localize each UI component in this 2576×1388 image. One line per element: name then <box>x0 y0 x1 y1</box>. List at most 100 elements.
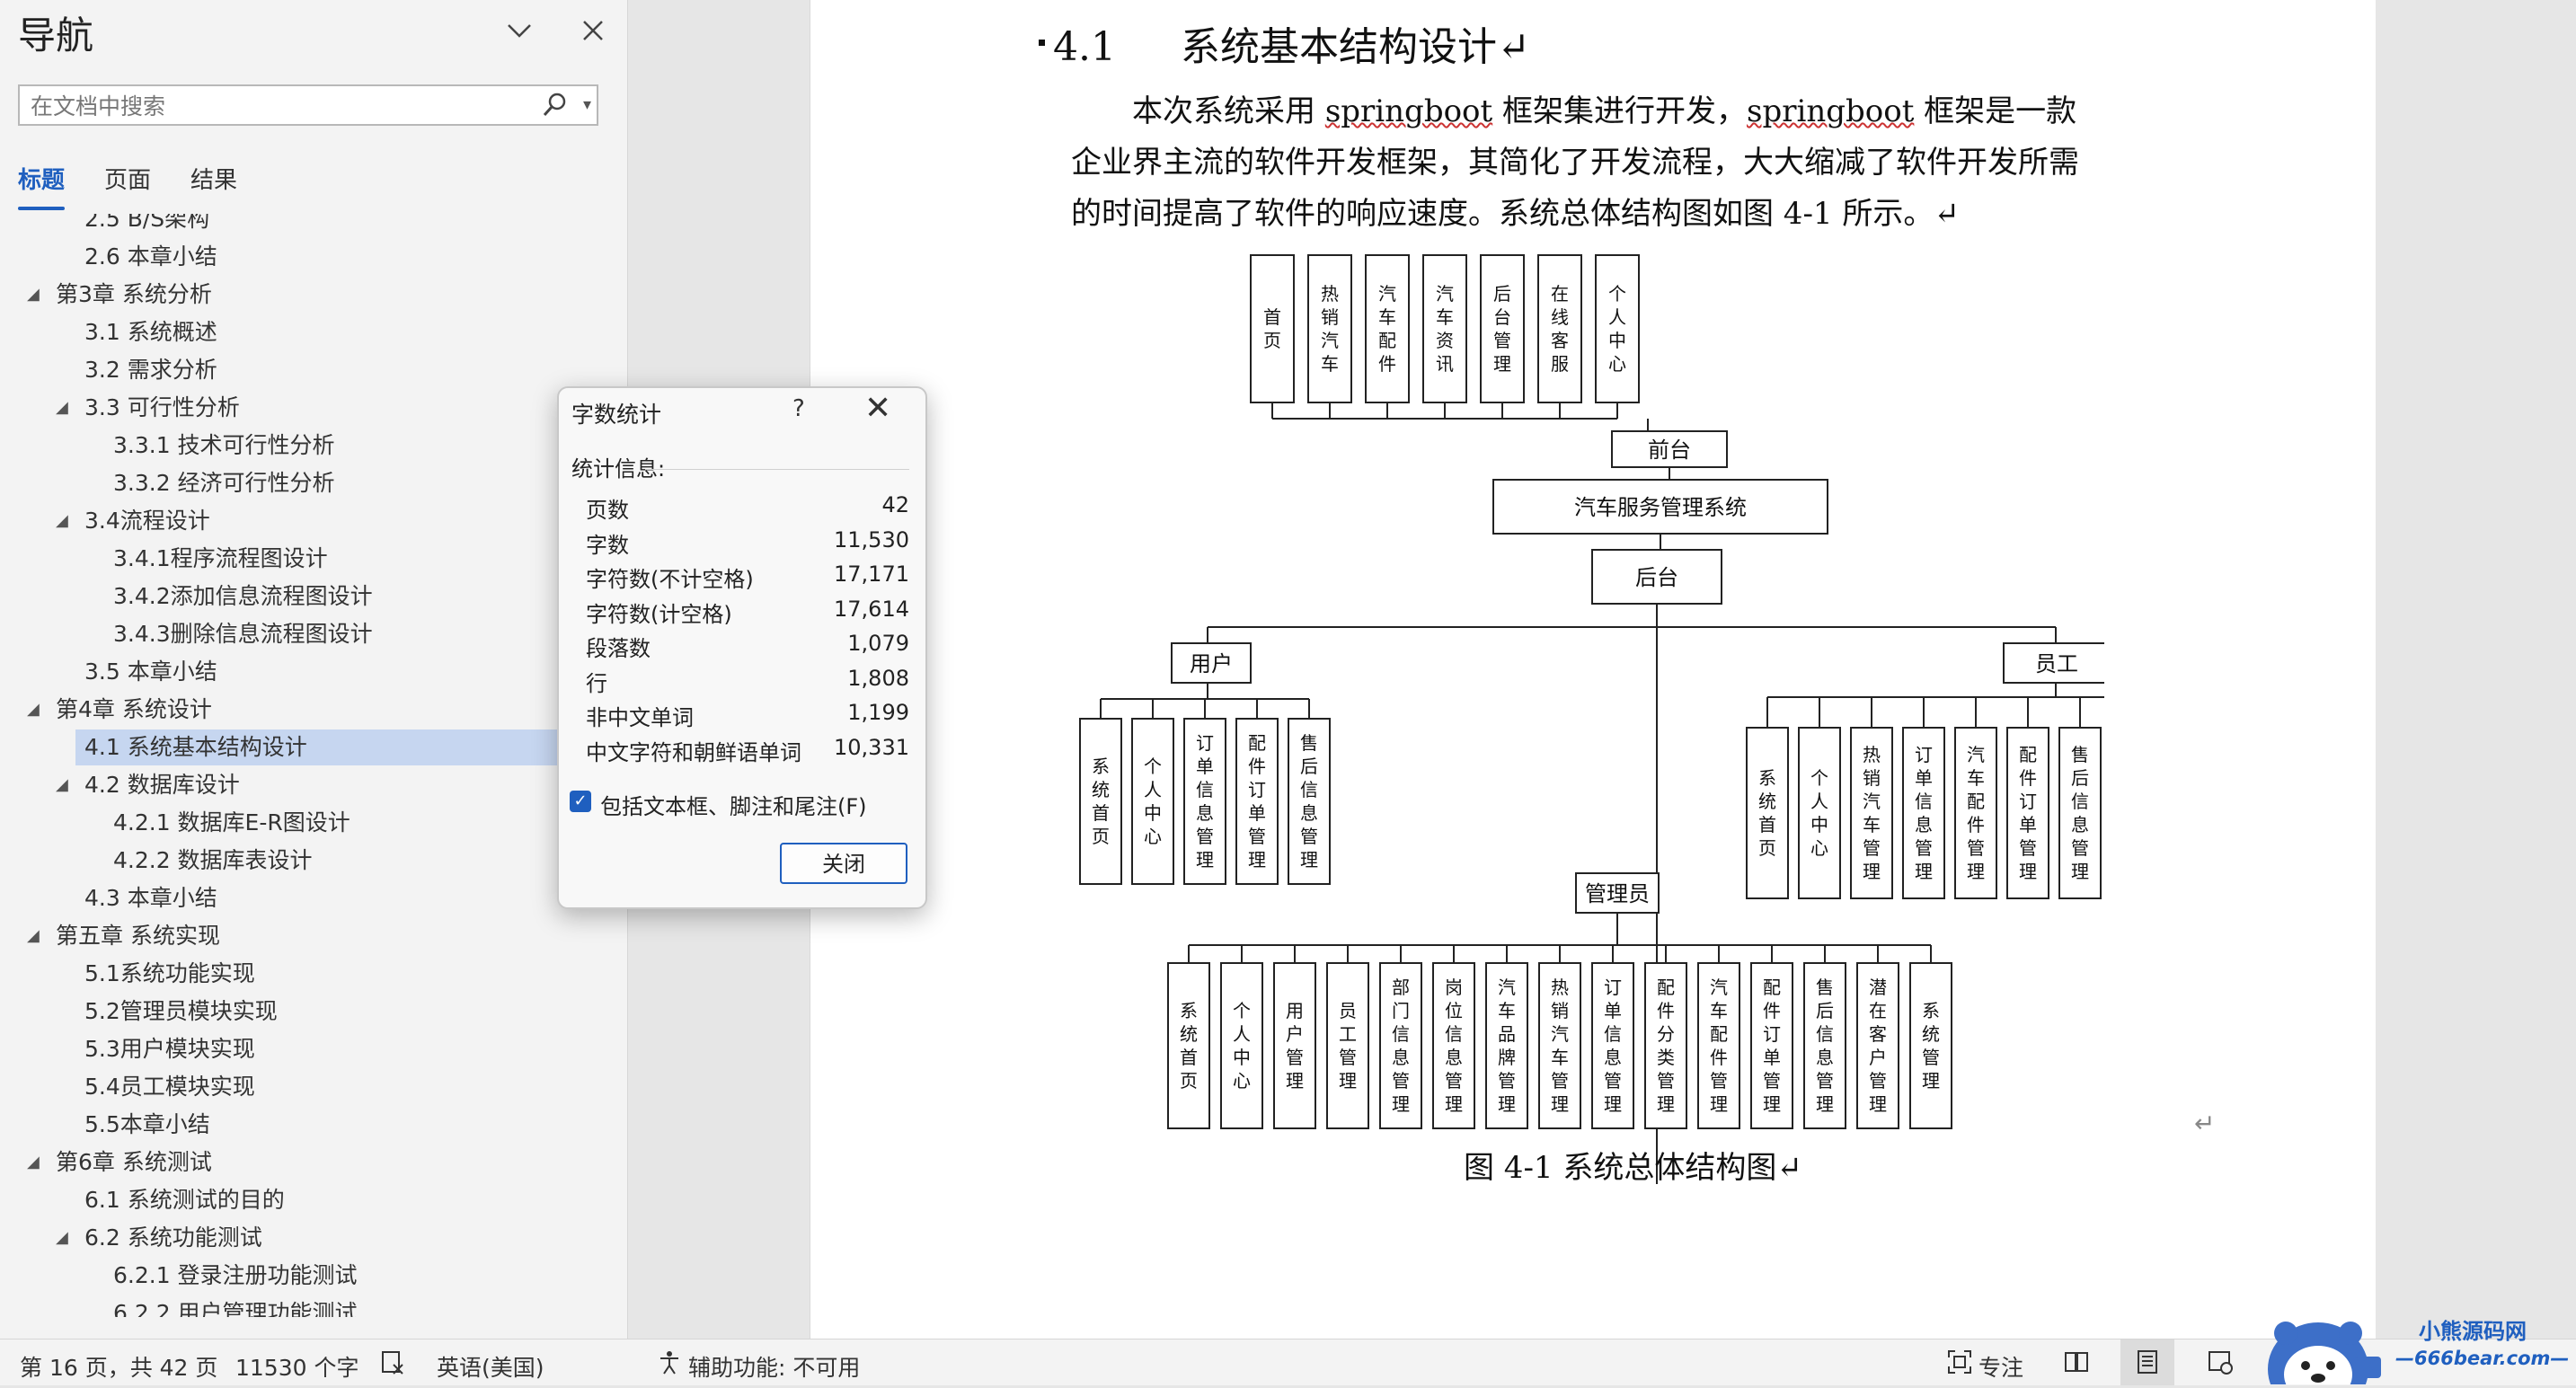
nav-heading-item[interactable]: ◢6.2 系统功能测试 <box>0 1220 575 1256</box>
nav-heading-item[interactable]: 5.4员工模块实现 <box>0 1069 575 1105</box>
module-box <box>1537 254 1582 403</box>
include-textboxes-label[interactable]: 包括文本框、脚注和尾注(F) <box>600 794 867 819</box>
staff-box <box>2003 642 2104 684</box>
module-box <box>1644 962 1687 1129</box>
search-icon[interactable] <box>539 90 570 120</box>
nav-heading-item[interactable]: 6.2.2 用户管理功能测试 <box>0 1295 575 1317</box>
nav-heading-item[interactable]: 3.4.2添加信息流程图设计 <box>0 579 575 614</box>
close-icon[interactable] <box>575 13 611 49</box>
dropdown-caret-icon[interactable]: ▾ <box>582 95 591 114</box>
statistic-value: 1,808 <box>847 665 909 691</box>
module-label: 订单信息管理 <box>1915 744 1933 882</box>
language-indicator[interactable]: 英语(美国) <box>437 1355 544 1381</box>
statistic-label: 字符数(不计空格) <box>586 567 754 592</box>
nav-heading-item[interactable]: 4.2.1 数据库E-R图设计 <box>0 805 575 841</box>
collapse-arrow-icon[interactable]: ◢ <box>27 700 40 719</box>
nav-heading-item[interactable]: 3.1 系统概述 <box>0 314 575 350</box>
chevron-down-icon[interactable] <box>501 13 537 49</box>
dialog-close-icon[interactable]: ✕ <box>864 390 892 427</box>
spellcheck-word: springboot <box>1747 93 1915 129</box>
statistics-label: 统计信息: <box>571 456 666 482</box>
nav-heading-item[interactable]: 4.3 本章小结 <box>0 880 575 916</box>
nav-heading-label: 5.1系统功能实现 <box>84 960 255 986</box>
tab-results[interactable]: 结果 <box>190 167 238 194</box>
nav-heading-item[interactable]: 6.2.1 登录注册功能测试 <box>0 1258 575 1294</box>
module-box <box>1365 254 1410 403</box>
collapse-arrow-icon[interactable]: ◢ <box>27 285 40 304</box>
nav-heading-item[interactable]: 2.6 本章小结 <box>0 239 575 275</box>
bear-logo-icon <box>2268 1322 2381 1388</box>
module-label: 热销汽车管理 <box>1863 744 1881 882</box>
system-structure-chart: 首页热销汽车汽车配件汽车资讯后台管理在线客服个人中心前台汽车服务管理系统后台用户… <box>1079 254 2104 1184</box>
print-layout-active-bg <box>2120 1339 2174 1385</box>
module-label: 个人中心 <box>1144 756 1162 847</box>
nav-heading-label: 3.5 本章小结 <box>84 659 217 685</box>
module-label: 售后信息管理 <box>1300 732 1318 871</box>
collapse-arrow-icon[interactable]: ◢ <box>27 1153 40 1171</box>
read-mode-icon[interactable] <box>2063 1348 2090 1375</box>
module-box <box>1288 718 1331 885</box>
statistic-value: 17,171 <box>834 561 909 587</box>
print-layout-icon[interactable] <box>2134 1348 2161 1375</box>
nav-heading-item[interactable]: 3.3.2 经济可行性分析 <box>0 465 575 501</box>
focus-icon[interactable] <box>1946 1348 1973 1375</box>
document-page[interactable]: 4.1 系统基本结构设计↵ 本次系统采用 springboot 框架集进行开发，… <box>810 0 2377 1339</box>
web-layout-icon[interactable] <box>2207 1348 2234 1375</box>
nav-heading-item[interactable]: 4.2.2 数据库表设计 <box>0 843 575 879</box>
help-icon[interactable]: ? <box>792 395 805 422</box>
tab-pages[interactable]: 页面 <box>104 167 152 194</box>
module-box <box>1326 962 1369 1129</box>
nav-heading-item[interactable]: ◢第6章 系统测试 <box>0 1145 575 1180</box>
nav-heading-label: 3.3 可行性分析 <box>84 394 240 420</box>
search-box[interactable]: ▾ <box>18 84 598 126</box>
nav-heading-item[interactable]: 5.1系统功能实现 <box>0 956 575 992</box>
collapse-arrow-icon[interactable]: ◢ <box>56 511 68 530</box>
accessibility-status[interactable]: 辅助功能: 不可用 <box>688 1355 861 1381</box>
module-box <box>1856 962 1899 1129</box>
nav-heading-item[interactable]: 3.3.1 技术可行性分析 <box>0 428 575 464</box>
module-label: 售后信息管理 <box>1816 977 1834 1115</box>
close-button[interactable]: 关闭 <box>780 843 907 884</box>
nav-heading-item[interactable]: 6.1 系统测试的目的 <box>0 1182 575 1218</box>
statistic-value: 11,530 <box>834 526 909 553</box>
nav-heading-item[interactable]: 3.5 本章小结 <box>0 654 575 690</box>
collapse-arrow-icon[interactable]: ◢ <box>56 775 68 794</box>
focus-label[interactable]: 专注 <box>1978 1355 2024 1381</box>
module-label: 部门信息管理 <box>1392 977 1410 1115</box>
nav-heading-label: 2.6 本章小结 <box>84 243 217 270</box>
module-box <box>2058 727 2102 899</box>
nav-heading-item[interactable]: 3.4.3删除信息流程图设计 <box>0 616 575 652</box>
collapse-arrow-icon[interactable]: ◢ <box>56 1228 68 1247</box>
nav-heading-item[interactable]: 4.1 系统基本结构设计 <box>75 729 575 765</box>
nav-heading-item[interactable]: 3.2 需求分析 <box>0 352 575 388</box>
nav-heading-item[interactable]: ◢4.2 数据库设计 <box>0 767 575 803</box>
nav-heading-item[interactable]: ◢第4章 系统设计 <box>0 692 575 728</box>
nav-heading-item[interactable]: ◢ 3.3 可行性分析 <box>0 390 575 426</box>
logo-title: 小熊源码网 <box>2419 1319 2527 1344</box>
nav-heading-item[interactable]: ◢第五章 系统实现 <box>0 918 575 954</box>
word-count[interactable]: 11530 个字 <box>235 1355 359 1381</box>
module-box <box>1235 718 1279 885</box>
accessibility-icon[interactable] <box>656 1348 683 1375</box>
nav-heading-label: 5.3用户模块实现 <box>84 1036 255 1062</box>
module-label: 汽车资讯 <box>1436 283 1454 375</box>
nav-heading-item[interactable]: ◢第3章 系统分析 <box>0 277 575 313</box>
nav-heading-item[interactable]: 3.4.1程序流程图设计 <box>0 541 575 577</box>
document-gutter-right <box>2376 0 2576 1339</box>
nav-heading-item[interactable]: 5.5本章小结 <box>0 1107 575 1143</box>
staff-label: 员工 <box>2035 651 2078 676</box>
tab-headings[interactable]: 标题 <box>18 167 66 194</box>
page-count[interactable]: 第 16 页，共 42 页 <box>20 1355 218 1381</box>
nav-heading-item[interactable]: 2.5 B/S架构 <box>0 214 575 237</box>
include-textboxes-checkbox[interactable]: ✓ <box>570 791 591 812</box>
search-input[interactable] <box>29 90 536 122</box>
module-box <box>1220 962 1263 1129</box>
collapse-arrow-icon[interactable]: ◢ <box>27 926 40 945</box>
nav-heading-item[interactable]: 5.2管理员模块实现 <box>0 994 575 1030</box>
nav-heading-item[interactable]: ◢3.4流程设计 <box>0 503 575 539</box>
module-box <box>1746 727 1789 899</box>
collapse-arrow-icon[interactable]: ◢ <box>56 398 68 417</box>
proofing-icon[interactable] <box>379 1348 406 1375</box>
nav-heading-item[interactable]: 5.3用户模块实现 <box>0 1031 575 1067</box>
module-box <box>1273 962 1316 1129</box>
